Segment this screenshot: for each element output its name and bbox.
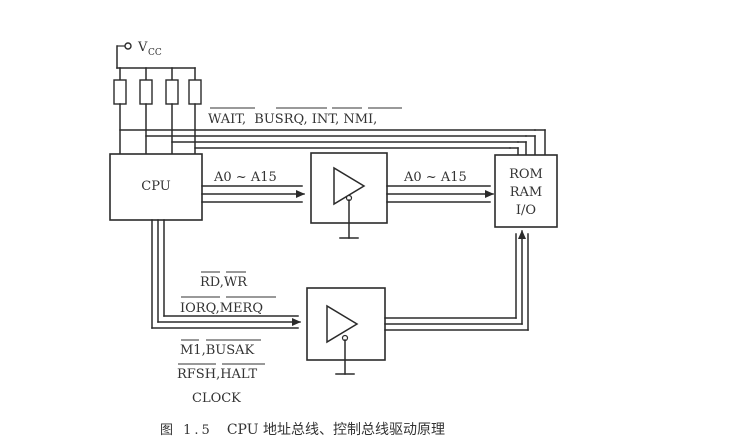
address-bus-in: A0 ~ A15 bbox=[201, 170, 305, 203]
address-bus-out: A0 ~ A15 bbox=[386, 170, 494, 203]
ctrl-rfsh-halt: RFSH,HALT bbox=[177, 367, 258, 382]
ram-label: RAM bbox=[510, 185, 543, 200]
signal-wait: WAIT bbox=[208, 112, 244, 127]
figure-caption: 图 1.5 CPU 地址总线、控制总线驱动原理 bbox=[160, 419, 660, 439]
cpu-block: CPU bbox=[109, 153, 203, 221]
cpu-label: CPU bbox=[141, 179, 170, 194]
resistor-2 bbox=[139, 79, 153, 105]
ctrl-m1-busak: M1,BUSAK bbox=[180, 343, 255, 358]
interrupt-bus bbox=[119, 129, 546, 155]
signal-busrq: BUSRQ bbox=[254, 112, 303, 127]
vcc-label: V bbox=[137, 40, 148, 55]
memory-io-block: ROM RAM I/O bbox=[494, 154, 558, 228]
pullup-resistors bbox=[113, 45, 202, 155]
address-buffer bbox=[310, 152, 388, 239]
ctrl-rd-wr: RD,WR bbox=[200, 275, 248, 290]
resistor-4 bbox=[188, 79, 202, 105]
address-in-label: A0 ~ A15 bbox=[213, 170, 277, 185]
figure-title: CPU 地址总线、控制总线驱动原理 bbox=[226, 422, 445, 438]
control-bus-out bbox=[384, 230, 529, 331]
ctrl-clock: CLOCK bbox=[192, 391, 241, 406]
control-bus-in bbox=[151, 219, 301, 329]
io-label: I/O bbox=[516, 203, 536, 218]
control-buffer bbox=[306, 287, 386, 375]
rom-label: ROM bbox=[509, 167, 543, 182]
address-out-label: A0 ~ A15 bbox=[403, 170, 467, 185]
buffer-triangle-icon bbox=[326, 304, 359, 344]
signal-nmi: NMI bbox=[343, 112, 373, 127]
resistor-1 bbox=[113, 79, 127, 105]
resistor-3 bbox=[165, 79, 179, 105]
ctrl-iorq-merq: IORQ,MERQ bbox=[180, 301, 263, 316]
control-signal-labels: RD,WR IORQ,MERQ M1,BUSAK RFSH,HALT CLOCK bbox=[177, 271, 276, 406]
figure-number: 图 1.5 bbox=[160, 423, 213, 438]
vcc-terminal: V CC bbox=[117, 40, 162, 58]
vcc-subscript: CC bbox=[148, 48, 162, 58]
top-bus-label: WAIT, BUSRQ, INT, NMI, bbox=[208, 112, 377, 127]
signal-int: INT bbox=[312, 112, 338, 127]
